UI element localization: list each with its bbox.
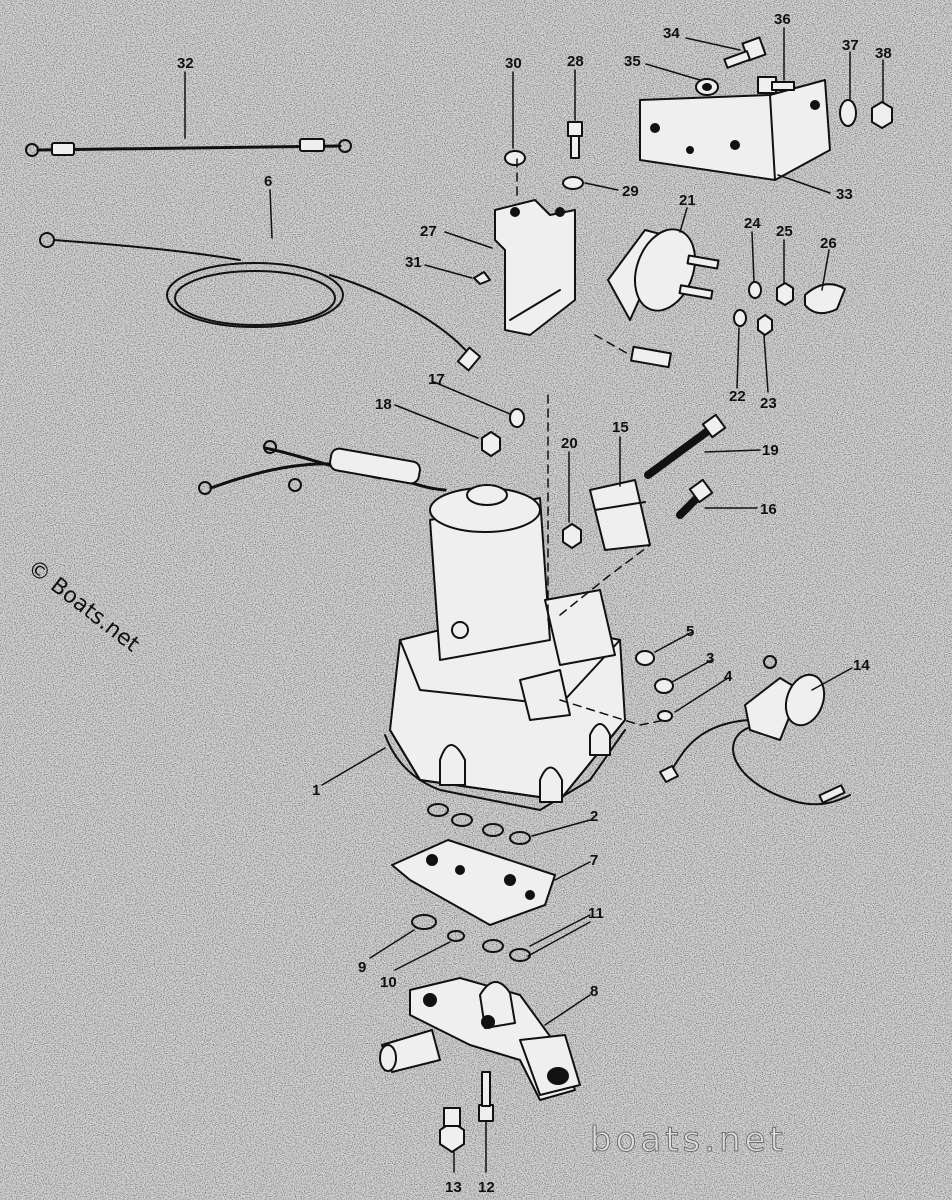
boot-26	[804, 283, 846, 315]
callout-34: 34	[663, 25, 680, 42]
assembly-lines	[516, 157, 666, 726]
callout-30: 30	[505, 55, 522, 72]
callout-2: 2	[590, 808, 598, 825]
callout-35: 35	[624, 53, 641, 70]
callout-21: 21	[679, 192, 696, 209]
website-watermark: boats.net	[590, 1120, 787, 1161]
callout-3: 3	[706, 650, 714, 667]
callout-7: 7	[590, 852, 598, 869]
switch-14	[659, 655, 851, 806]
screw-5	[635, 650, 655, 666]
nut-30	[504, 150, 526, 166]
callout-23: 23	[760, 395, 777, 412]
callout-1: 1	[312, 782, 320, 799]
callout-38: 38	[875, 45, 892, 62]
screw-12	[478, 1071, 494, 1122]
bolt-16	[676, 478, 714, 519]
o-ring-10	[447, 930, 465, 942]
callout-27: 27	[420, 223, 437, 240]
nut-25	[776, 282, 794, 306]
callout-18: 18	[375, 396, 392, 413]
manifold-8	[379, 977, 581, 1101]
callout-33: 33	[836, 186, 853, 203]
callout-15: 15	[612, 419, 629, 436]
callout-29: 29	[622, 183, 639, 200]
callout-9: 9	[358, 959, 366, 976]
ground-strap-32	[25, 138, 352, 157]
callout-12: 12	[478, 1179, 495, 1196]
callout-26: 26	[820, 235, 837, 252]
bolt-36	[757, 76, 795, 94]
callout-25: 25	[776, 223, 793, 240]
pump-motor-1	[384, 484, 626, 811]
washer-22	[733, 309, 747, 327]
callout-14: 14	[853, 657, 870, 674]
callout-31: 31	[405, 254, 422, 271]
callout-5: 5	[686, 623, 694, 640]
washer-29	[562, 176, 584, 190]
o-ring-9	[411, 914, 437, 930]
callout-4: 4	[724, 668, 733, 685]
callout-37: 37	[842, 37, 859, 54]
callout-28: 28	[567, 53, 584, 70]
o-rings-2	[427, 803, 531, 845]
gasket-7	[391, 839, 556, 926]
washer-4	[657, 710, 673, 722]
washer-37	[839, 99, 857, 127]
battery-cable-6	[39, 232, 482, 372]
clip-31	[473, 271, 491, 285]
nut-18	[481, 431, 501, 457]
washer-35	[695, 78, 719, 96]
callout-10: 10	[380, 974, 397, 991]
screw-28	[567, 121, 583, 159]
bracket-27	[494, 199, 576, 336]
callout-22: 22	[729, 388, 746, 405]
washer-24	[748, 281, 762, 299]
leader-lines	[184, 27, 884, 1173]
callout-numbers: 32 6 30 28 29 27 31 34 35 36 37 38 33 21…	[177, 11, 892, 1196]
callout-13: 13	[445, 1179, 462, 1196]
callout-36: 36	[774, 11, 791, 28]
callout-16: 16	[760, 501, 777, 518]
nut-38	[871, 101, 893, 129]
bolt-19	[644, 413, 727, 479]
callout-17: 17	[428, 371, 445, 388]
callout-24: 24	[744, 215, 761, 232]
angle-bracket-33	[639, 79, 831, 181]
plug-13	[439, 1107, 465, 1153]
washer-17	[509, 408, 525, 428]
solenoid-21	[607, 228, 720, 369]
callout-11: 11	[588, 905, 604, 922]
callout-19: 19	[762, 442, 779, 459]
callout-20: 20	[561, 435, 578, 452]
motor-harness	[198, 440, 447, 495]
nut-20	[562, 523, 582, 549]
nut-23	[757, 314, 773, 336]
callout-32: 32	[177, 55, 194, 72]
callout-8: 8	[590, 983, 598, 1000]
callout-6: 6	[264, 173, 272, 190]
screw-3	[654, 678, 674, 694]
bolt-34	[723, 36, 767, 69]
